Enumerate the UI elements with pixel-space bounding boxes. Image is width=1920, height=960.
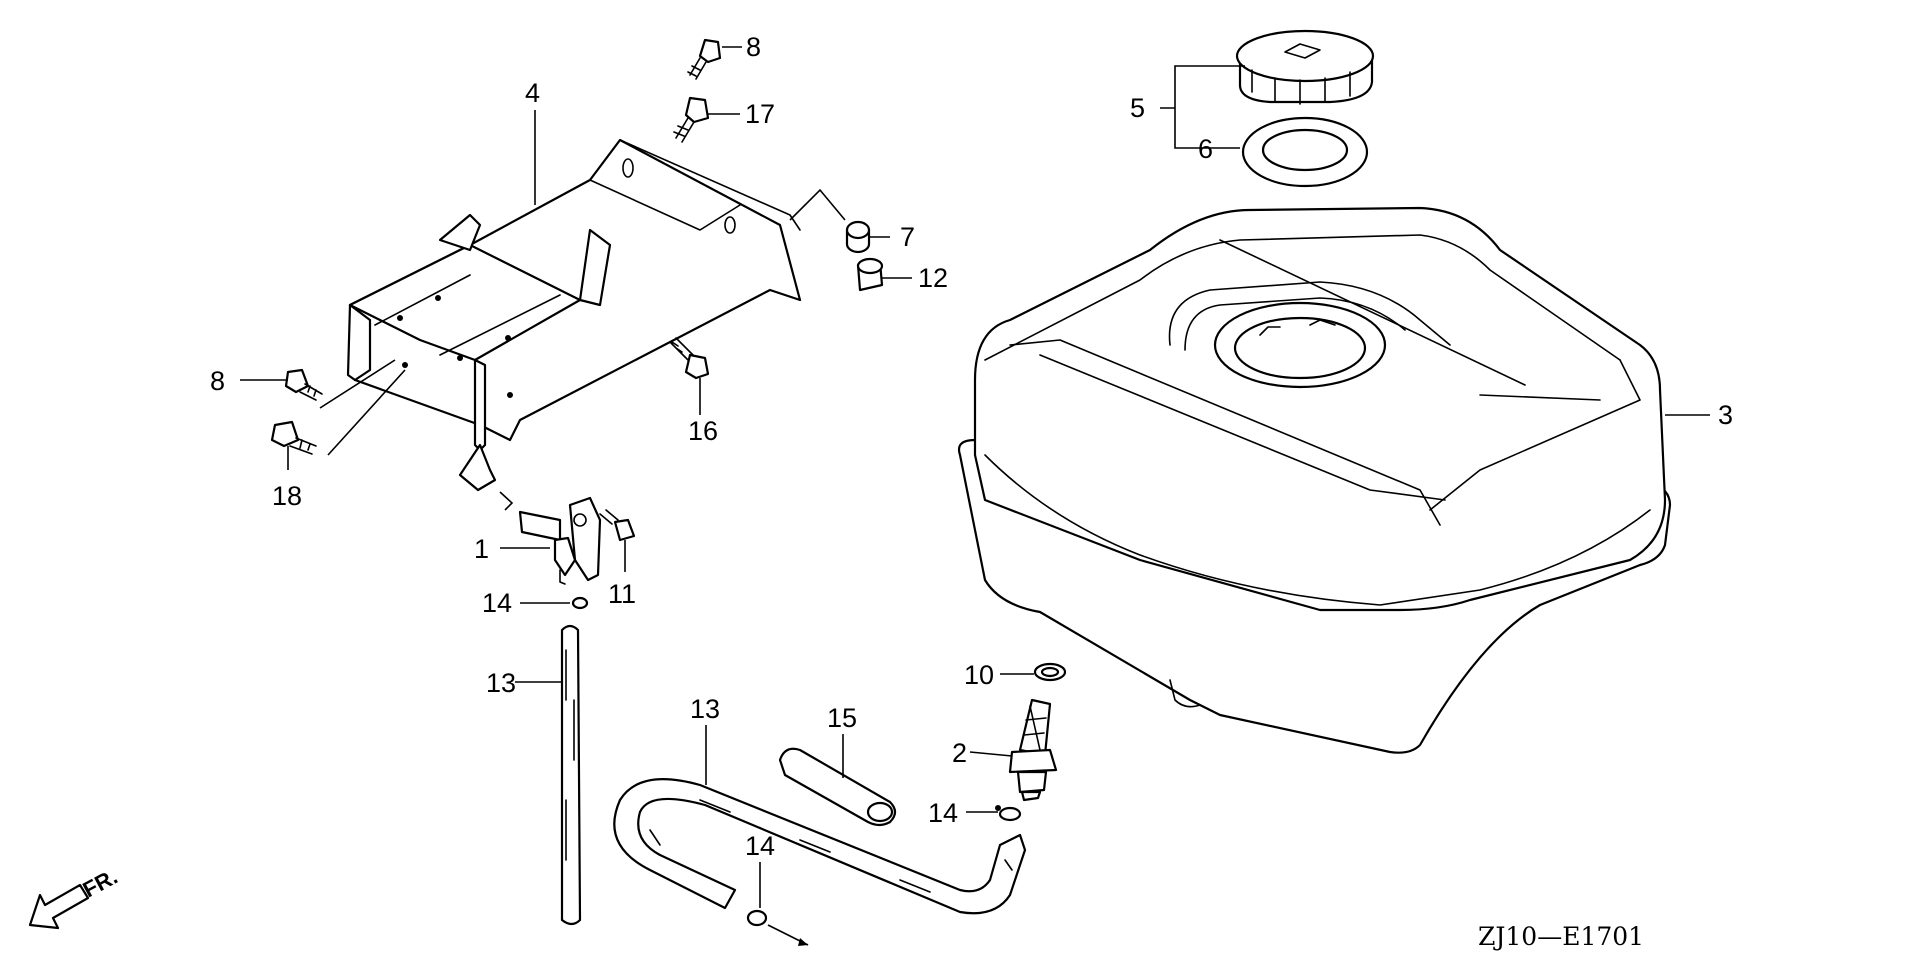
callout-14c: 14 — [928, 798, 958, 828]
callout-3: 3 — [1718, 400, 1733, 430]
fuel-tube-bent — [613, 778, 1027, 915]
callout-4: 4 — [525, 78, 540, 108]
callout-7: 7 — [900, 222, 915, 252]
callout-5: 5 — [1130, 93, 1145, 123]
washer-10 — [1033, 662, 1067, 682]
callout-8: 8 — [210, 366, 225, 396]
rubber-mount-12 — [856, 257, 884, 292]
bolt-11 — [599, 509, 636, 542]
callout-9: 8 — [746, 32, 761, 62]
tube-clip-14a — [571, 596, 589, 610]
fuel-filler-cap — [1235, 29, 1375, 105]
callout-17: 17 — [745, 99, 775, 129]
flange-bolt-17 — [673, 96, 710, 143]
bolt-18 — [270, 420, 317, 455]
flange-bolt-16 — [669, 337, 710, 380]
callout-16: 16 — [688, 416, 718, 446]
callout-13a: 13 — [486, 668, 516, 698]
callout-18: 18 — [272, 481, 302, 511]
callout-15: 15 — [827, 703, 857, 733]
callout-10: 10 — [964, 660, 994, 690]
callout-1: 1 — [474, 534, 489, 564]
fuel-tank-bracket: 4 — [346, 78, 802, 492]
callout-2: 2 — [952, 738, 967, 768]
tube-clip-14b — [746, 909, 809, 946]
callout-14b: 14 — [745, 831, 775, 861]
fuel-cock — [518, 496, 602, 585]
bolt-8 — [284, 368, 323, 401]
callout-6: 6 — [1198, 134, 1213, 164]
front-direction-arrow: FR. — [28, 864, 122, 930]
fuel-tank: 3 — [957, 206, 1733, 754]
callout-12: 12 — [918, 263, 948, 293]
callout-14a: 14 — [482, 588, 512, 618]
callout-11: 11 — [608, 579, 636, 609]
flange-bolt-9 — [687, 38, 722, 80]
drawing-code: ZJ10—E1701 — [1478, 922, 1644, 951]
cap-seal — [1241, 116, 1369, 188]
collar-7 — [845, 220, 871, 254]
callout-13b: 13 — [690, 694, 720, 724]
fuel-strainer — [1008, 698, 1058, 802]
fuel-tube-straight — [560, 624, 582, 926]
tube-clip-14c — [995, 805, 1022, 822]
tube-15 — [778, 747, 897, 827]
